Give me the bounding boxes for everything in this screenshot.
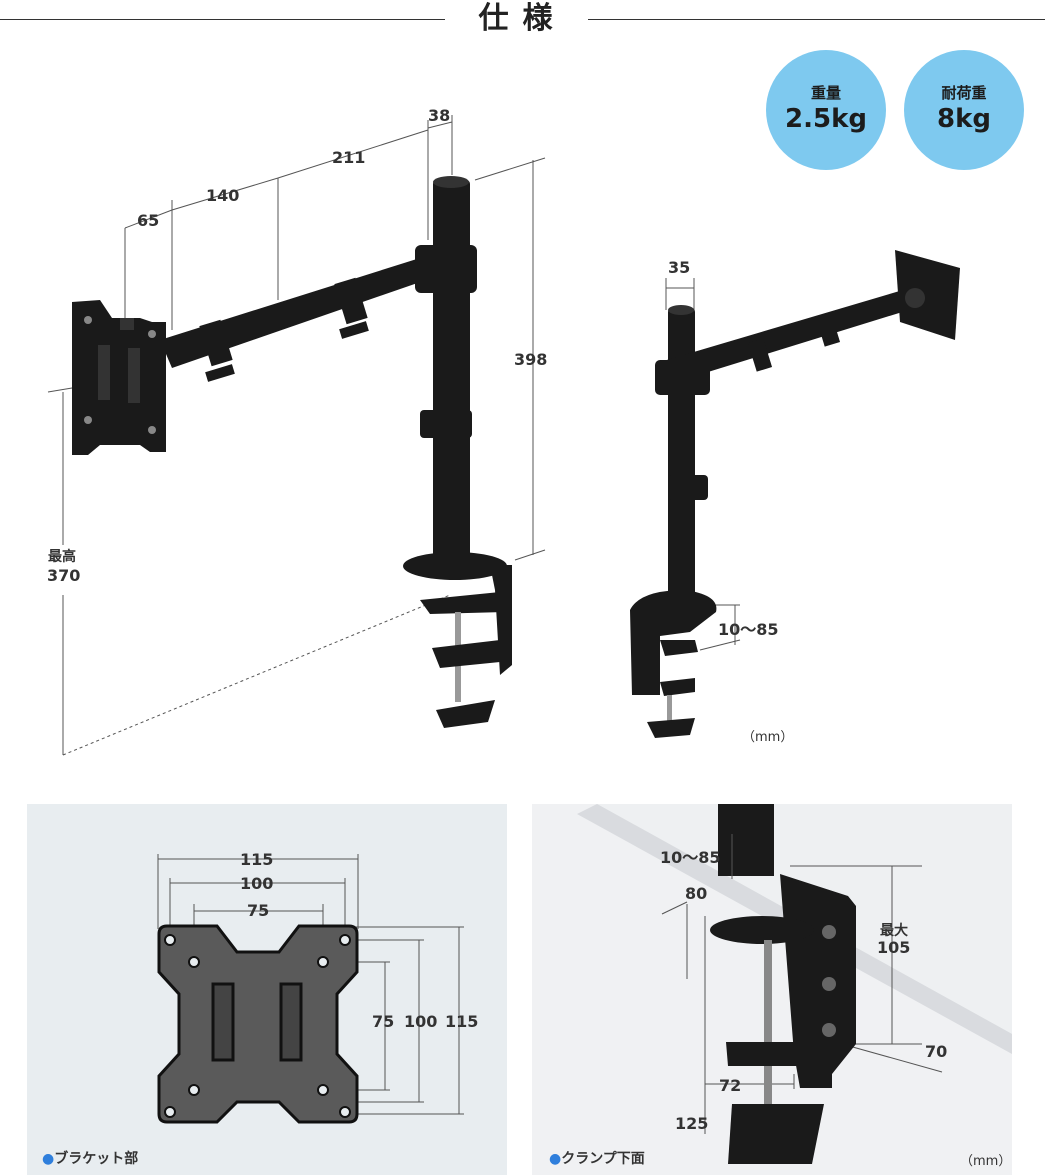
clamp-caption: ●クランプ下面 xyxy=(549,1148,645,1168)
clamp-dim-70: 70 xyxy=(925,1042,948,1061)
clamp-max-value: 105 xyxy=(877,938,911,957)
bracket-v115: 115 xyxy=(445,1012,479,1031)
dim-label-140: 140 xyxy=(206,186,240,205)
bracket-panel: 115 100 75 75 100 115 ●ブラケット部 xyxy=(27,804,507,1175)
bracket-v75: 75 xyxy=(372,1012,395,1031)
section-header: 仕様 xyxy=(0,0,1045,40)
dim-label-38: 38 xyxy=(428,106,451,125)
dim-label-35: 35 xyxy=(668,258,691,277)
clamp-drawing xyxy=(532,804,1012,1175)
dim-line-398-top xyxy=(474,157,546,181)
bracket-h115: 115 xyxy=(240,850,274,869)
dim-label-clamp-range: 10〜85 xyxy=(718,620,779,639)
vesa-plate-right xyxy=(895,250,960,340)
dual-arm-left-view xyxy=(72,176,512,728)
title-rule-right xyxy=(588,19,1045,20)
bracket-plate xyxy=(157,924,359,1124)
bracket-v100: 100 xyxy=(404,1012,438,1031)
bracket-h75: 75 xyxy=(247,901,270,920)
dim-label-max: 最高 xyxy=(48,549,76,565)
bracket-caption: ●ブラケット部 xyxy=(42,1148,138,1168)
weight-label: 重量 xyxy=(810,84,841,102)
caption-dot-icon: ● xyxy=(42,1151,55,1167)
clamp-caption-text: クランプ下面 xyxy=(561,1151,645,1167)
clamp-dim-72: 72 xyxy=(719,1076,742,1095)
clamp-dim-125: 125 xyxy=(675,1114,709,1133)
dim-label-370: 370 xyxy=(47,566,81,585)
unit-label-top: （mm） xyxy=(742,730,794,745)
dim-label-398: 398 xyxy=(514,350,548,369)
caption-dot-icon: ● xyxy=(549,1151,562,1167)
clamp-knob xyxy=(728,1104,824,1164)
bracket-h100: 100 xyxy=(240,874,274,893)
unit-label-bottom: （mm） xyxy=(960,1154,1012,1169)
dim-label-211: 211 xyxy=(332,148,366,167)
clamp-max-label: 最大 xyxy=(880,923,908,939)
single-arm-right-view xyxy=(630,250,960,738)
bracket-caption-text: ブラケット部 xyxy=(54,1151,139,1167)
pole-base xyxy=(718,804,774,876)
weight-value: 2.5kg xyxy=(785,104,867,134)
dim-label-65: 65 xyxy=(137,211,160,230)
page-title: 仕様 xyxy=(478,1,567,36)
clamp-range-label: 10〜85 xyxy=(660,848,721,867)
clamp-dim-80: 80 xyxy=(685,884,708,903)
title-rule-left xyxy=(0,19,445,20)
bracket-drawing xyxy=(157,854,464,1124)
load-capacity-value: 8kg xyxy=(937,104,991,134)
clamp-panel: 10〜85 80 最大 105 70 72 125 ●クランプ下面 （mm） xyxy=(532,804,1012,1175)
load-capacity-badge: 耐荷重 8kg xyxy=(904,50,1024,170)
load-capacity-label: 耐荷重 xyxy=(941,84,987,102)
monitor-arm-illustration xyxy=(47,115,960,756)
weight-badge: 重量 2.5kg xyxy=(766,50,886,170)
vesa-plate-left xyxy=(72,300,166,455)
